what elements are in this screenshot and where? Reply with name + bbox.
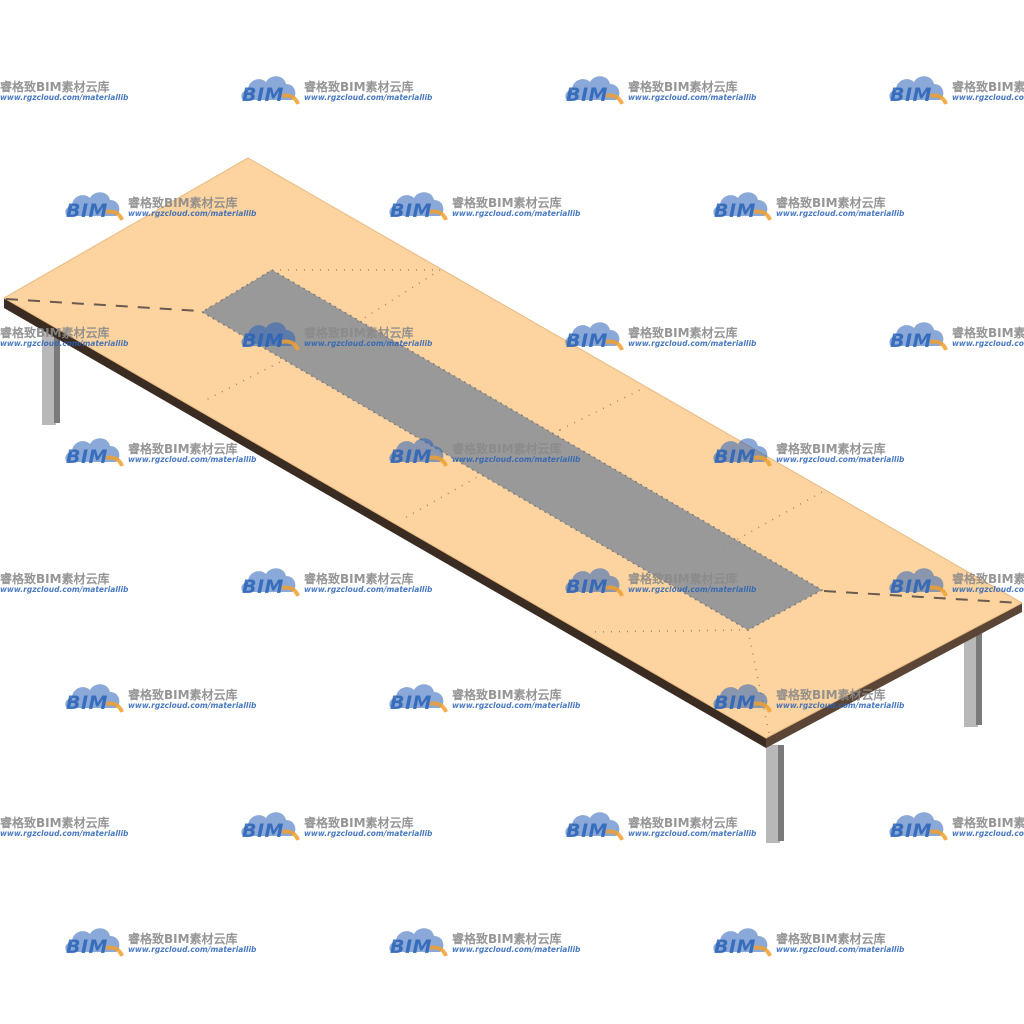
table-edge-right [766,603,1022,748]
table-leg-front [766,745,784,843]
table-leg-back-left [42,330,60,425]
table-edge-front [4,298,766,748]
table-leg-back-right [964,630,982,727]
table-top-dotted-guides [201,269,823,739]
table-top-seams [5,298,1021,604]
